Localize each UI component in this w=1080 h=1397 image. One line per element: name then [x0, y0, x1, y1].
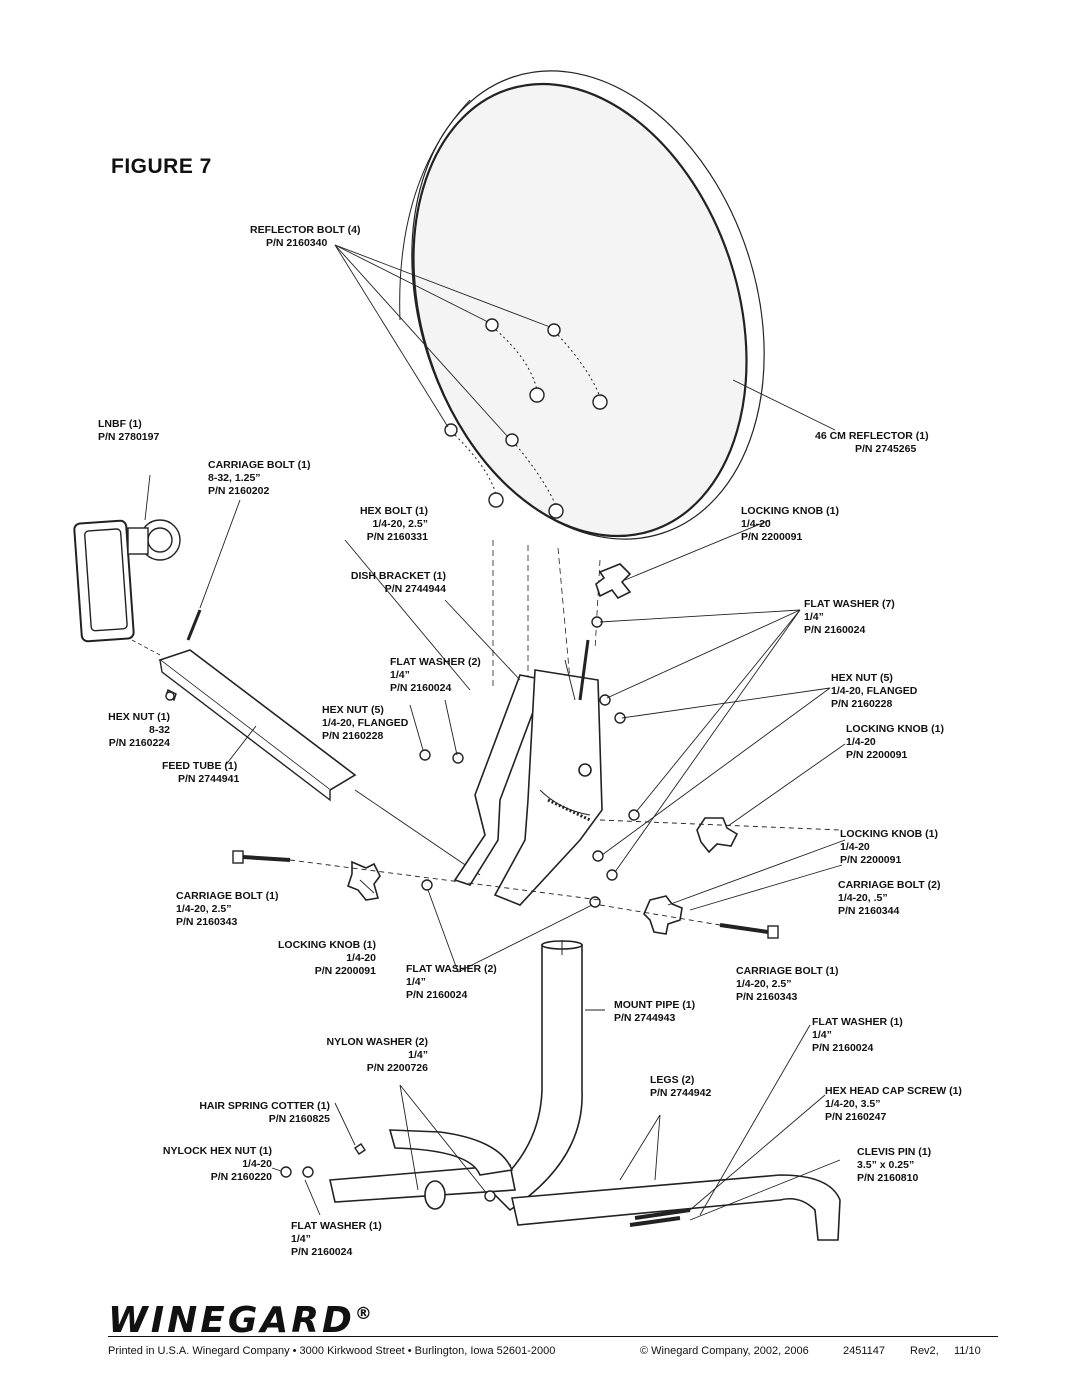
label-flat-washer-1-right: FLAT WASHER (1)1/4”P/N 2160024 — [812, 1016, 903, 1054]
label-carriage-bolt-832: CARRIAGE BOLT (1)8-32, 1.25”P/N 2160202 — [208, 459, 311, 497]
figure-title: FIGURE 7 — [111, 155, 212, 178]
label-mount-pipe: MOUNT PIPE (1)P/N 2744943 — [614, 999, 696, 1024]
locking-knobs — [347, 563, 739, 935]
label-flat-washer-1-bottom: FLAT WASHER (1)1/4”P/N 2160024 — [291, 1220, 382, 1258]
label-hex-bolt: HEX BOLT (1)1/4-20, 2.5”P/N 2160331 — [359, 505, 428, 543]
winegard-logo: WINEGARD® — [108, 1300, 375, 1341]
label-clevis-pin: CLEVIS PIN (1)3.5” x 0.25”P/N 2160810 — [857, 1146, 932, 1184]
footer-copyright: © Winegard Company, 2002, 2006 — [640, 1345, 809, 1357]
feed-tube — [158, 649, 357, 802]
footer-address: Printed in U.S.A. Winegard Company • 300… — [108, 1345, 556, 1357]
legs — [329, 1129, 841, 1241]
label-hair-spring-cotter: HAIR SPRING COTTER (1)P/N 2160825 — [199, 1100, 330, 1125]
label-flat-washer-2-lower: FLAT WASHER (2)1/4”P/N 2160024 — [406, 963, 497, 1001]
dish-bracket — [453, 669, 603, 906]
label-lnbf: LNBF (1)P/N 2780197 — [98, 418, 160, 443]
footer-part-number: 2451147 — [843, 1345, 886, 1357]
label-carriage-bolt-left: CARRIAGE BOLT (1)1/4-20, 2.5”P/N 2160343 — [176, 890, 279, 928]
label-carriage-bolt-2: CARRIAGE BOLT (2)1/4-20, .5”P/N 2160344 — [838, 879, 941, 917]
footer-revision: Rev2, — [910, 1345, 939, 1357]
label-nylon-washer: NYLON WASHER (2)1/4”P/N 2200726 — [326, 1036, 428, 1074]
footer-rule — [108, 1336, 998, 1337]
label-dish-bracket: DISH BRACKET (1)P/N 2744944 — [350, 570, 446, 595]
label-46cm-reflector: 46 CM REFLECTOR (1)P/N 2745265 — [815, 430, 929, 455]
footer-date: 11/10 — [954, 1345, 981, 1357]
label-legs: LEGS (2)P/N 2744942 — [650, 1074, 712, 1099]
label-feed-tube: FEED TUBE (1)P/N 2744941 — [162, 760, 240, 785]
label-flat-washer-2-upper: FLAT WASHER (2)1/4”P/N 2160024 — [390, 656, 481, 694]
reflector-dish — [399, 70, 765, 540]
lnbf — [73, 519, 181, 643]
label-reflector-bolt: REFLECTOR BOLT (4)P/N 2160340 — [250, 224, 361, 249]
label-flat-washer-7: FLAT WASHER (7)1/4”P/N 2160024 — [804, 598, 895, 636]
label-hex-head-cap-screw: HEX HEAD CAP SCREW (1)1/4-20, 3.5”P/N 21… — [825, 1085, 962, 1123]
label-carriage-bolt-right: CARRIAGE BOLT (1)1/4-20, 2.5”P/N 2160343 — [736, 965, 839, 1003]
mount-pipe — [488, 940, 583, 1212]
